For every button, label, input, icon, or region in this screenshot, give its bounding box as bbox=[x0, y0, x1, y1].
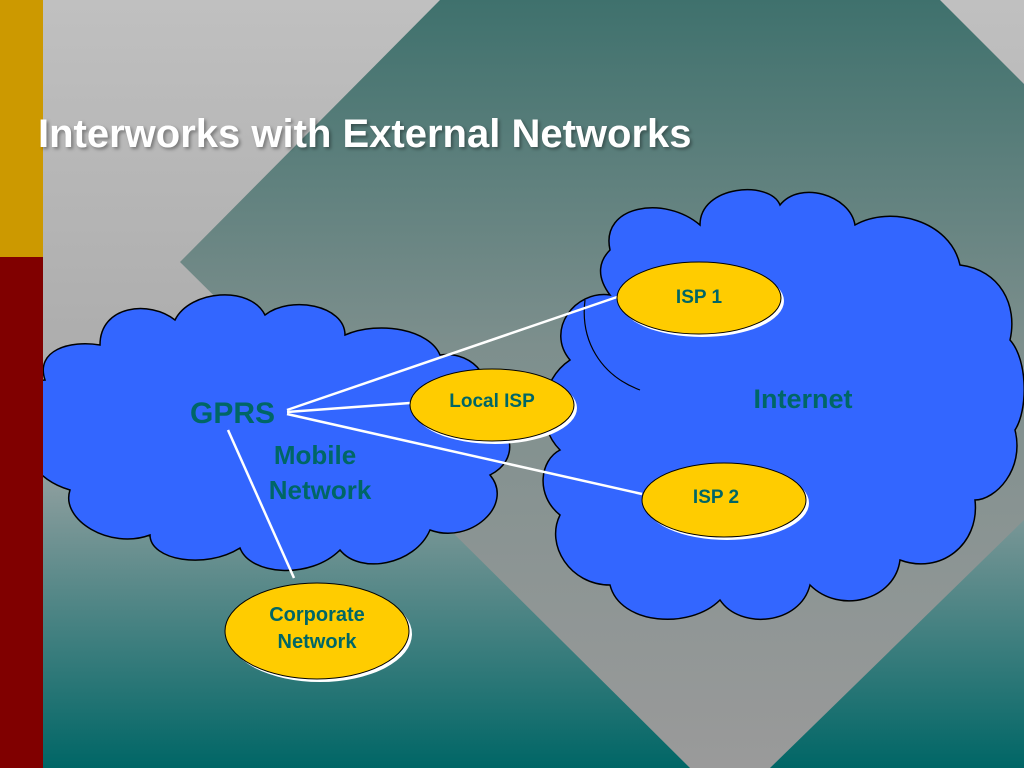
internet-cloud-inner-contour bbox=[583, 299, 641, 391]
line-gprs-corporate bbox=[226, 429, 296, 579]
corporate-label-line1: Corporate bbox=[269, 604, 365, 626]
gprs-label: GPRS bbox=[190, 397, 276, 430]
oval-corporate bbox=[224, 582, 412, 682]
line-gprs-local-isp bbox=[286, 401, 411, 414]
line-gprs-isp2 bbox=[286, 412, 643, 496]
mobile-label: Mobile bbox=[273, 440, 357, 470]
isp2-label: ISP 2 bbox=[692, 487, 740, 508]
oval-isp1 bbox=[616, 261, 784, 337]
oval-isp2 bbox=[641, 462, 809, 540]
slide-title: Interworks with External Networks bbox=[38, 112, 692, 156]
internet-label: Internet bbox=[753, 384, 853, 414]
side-bar-red bbox=[0, 257, 43, 768]
oval-local-isp bbox=[409, 368, 577, 444]
local-isp-label: Local ISP bbox=[449, 391, 535, 412]
isp1-label: ISP 1 bbox=[675, 287, 723, 308]
side-bar-gold bbox=[0, 0, 43, 257]
network-label: Network bbox=[268, 475, 372, 505]
line-gprs-isp1 bbox=[286, 294, 621, 412]
corporate-label-line2: Network bbox=[277, 631, 357, 653]
connector-lines bbox=[226, 294, 643, 579]
